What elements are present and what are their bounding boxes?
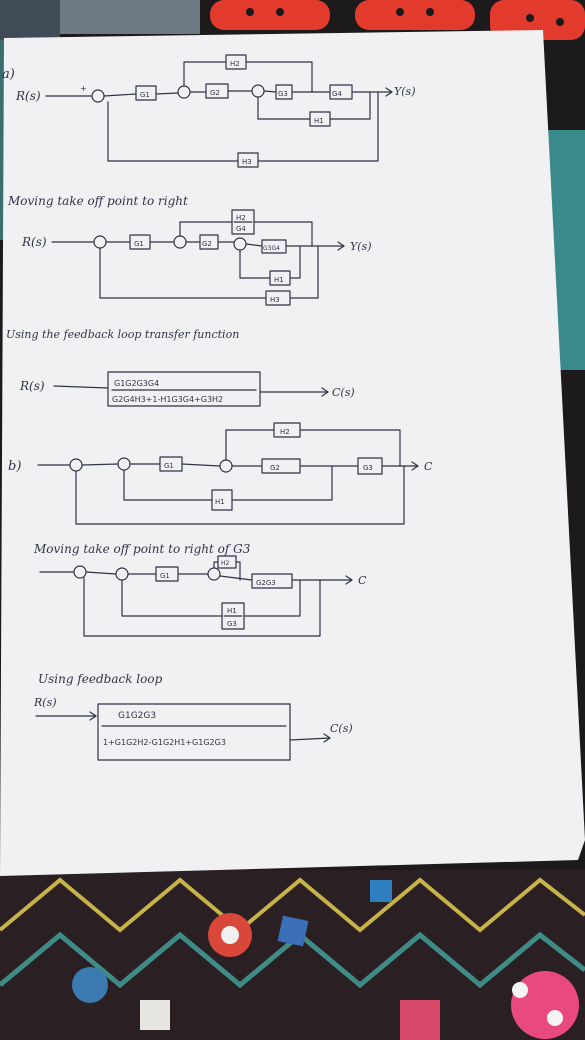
result-denominator: G2G4H3+1-H1G3G4+G3H2 [112,395,223,404]
block-h3-label: H3 [242,158,252,166]
fraction-numerator: H2 [236,214,246,222]
part-a-step1-diagram: R(s) G1 G2 G3G4 Y(s) H2 G4 H1 H3 [21,209,372,306]
block-h2-label: H2 [280,428,290,436]
part-a-step2-heading: Using the feedback loop transfer functio… [6,328,239,341]
fraction-numerator: H1 [227,607,237,615]
part-a-output-label: Y(s) [394,85,416,98]
part-b-output-label: C [424,460,433,473]
block-h1-label: H1 [274,276,284,284]
part-b-result-block: R(s) G1G2G3 1+G1G2H2-G1G2H1+G1G2G3 C(s) [33,696,353,761]
block-g2-label: G2 [270,464,280,472]
part-b-step2-heading: Using feedback loop [38,672,163,686]
block-g2-label: G2 [210,89,220,97]
result-input-label: R(s) [19,379,45,393]
part-b-step1-diagram: G1 G2G3 C H2 H1 G3 [39,555,367,637]
block-g4-label: G4 [332,90,342,98]
result-input-label: R(s) [33,696,57,709]
block-h1-label: H1 [314,117,324,125]
result-output-label: C(s) [330,722,353,735]
block-g3g4-label: G3G4 [263,245,280,252]
fraction-denominator: G3 [227,620,237,628]
block-h3 [237,152,259,168]
block-g1 [135,85,157,101]
step1-output-label: Y(s) [350,240,372,253]
part-a-input-label: R(s) [15,89,41,103]
part-b-step1-heading: Moving take off point to right of G3 [33,542,251,556]
part-a-step1-heading: Moving take off point to right [7,194,188,208]
result-output-label: C(s) [332,386,355,399]
block-g2g3 [251,573,293,589]
step1-output-label: C [358,574,367,587]
part-a-label: a) [2,67,15,82]
paper-sheet [0,30,585,876]
part-b-label: b) [8,459,21,474]
result-numerator: G1G2G3 [118,711,156,721]
block-g1-label: G1 [164,462,174,470]
part-a-original-diagram: a) R(s) + G1 G2 G3 G4 Y(s) H2 H1 [2,54,416,168]
block-g2g3-label: G2G3 [256,579,276,587]
block-g2-label: G2 [202,240,212,248]
block-h2-label: H2 [230,60,240,68]
block-g1-label: G1 [140,91,150,99]
block-g3-label: G3 [278,90,288,98]
block-g3-label: G3 [363,464,373,472]
fraction-denominator: G4 [236,225,246,233]
block-g1-label: G1 [134,240,144,248]
block-h2-label: H2 [221,560,230,567]
result-numerator: G1G2G3G4 [114,379,159,388]
part-a-result-block: R(s) G1G2G3G4 G2G4H3+1-H1G3G4+G3H2 C(s) [19,371,355,407]
result-denominator: 1+G1G2H2-G1G2H1+G1G2G3 [103,738,226,747]
step1-input-label: R(s) [21,235,47,249]
block-h1-label: H1 [215,498,225,506]
block-h3-label: H3 [270,296,280,304]
fabric-pattern-bottom [0,870,585,1040]
part-b-original-diagram: b) G1 G2 G3 C H2 H1 [8,422,433,525]
sign-plus: + [80,84,87,93]
block-g1-label: G1 [160,572,170,580]
